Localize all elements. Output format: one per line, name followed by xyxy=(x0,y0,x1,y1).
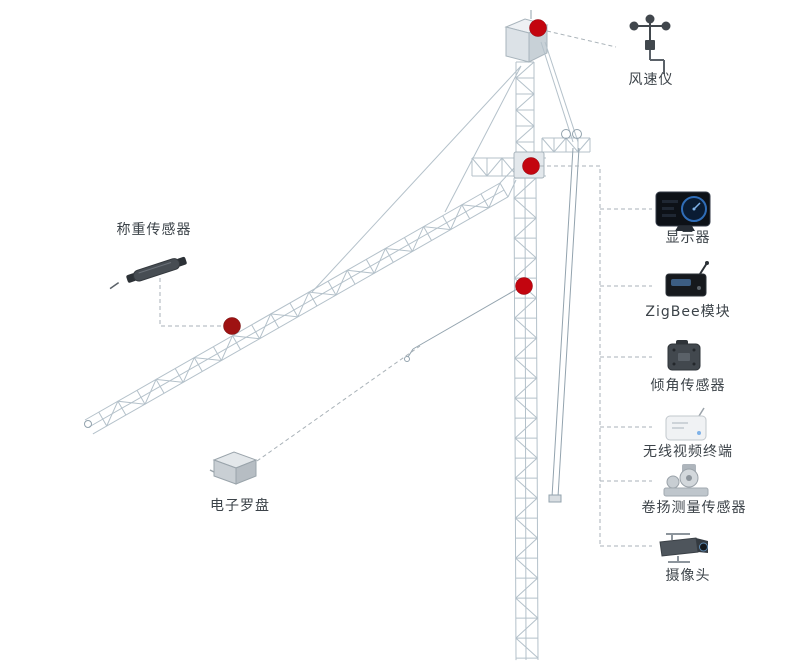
label-anemometer: 风速仪 xyxy=(628,72,674,88)
jib-marker xyxy=(223,317,241,335)
annotation-connectors xyxy=(159,30,652,547)
label-zigbee: ZigBee模块 xyxy=(645,304,731,320)
wireless-video-terminal-icon xyxy=(665,407,707,441)
display-icon xyxy=(655,191,711,231)
anemometer-icon xyxy=(629,14,671,74)
slewing-marker xyxy=(522,157,540,175)
label-tilt-sensor: 倾角传感器 xyxy=(650,378,726,394)
zigbee-module-icon xyxy=(665,261,709,297)
label-display: 显示器 xyxy=(665,230,711,246)
label-wireless-video: 无线视频终端 xyxy=(643,444,733,460)
crane-lattice xyxy=(84,61,591,661)
label-camera: 摄像头 xyxy=(665,568,711,584)
label-hoist-sensor: 卷扬测量传感器 xyxy=(641,500,747,516)
camera-icon xyxy=(659,533,708,563)
crane-top-marker xyxy=(529,19,547,37)
label-load-cell: 称重传感器 xyxy=(116,222,192,238)
tilt-sensor-icon xyxy=(667,340,701,371)
sensor-markers xyxy=(223,19,547,335)
hoist-sensor-icon xyxy=(663,464,709,497)
crane-details xyxy=(84,10,582,661)
compass-icon xyxy=(209,451,258,485)
load-cell-icon xyxy=(109,256,187,290)
label-compass: 电子罗盘 xyxy=(210,498,270,514)
mast-marker xyxy=(515,277,533,295)
